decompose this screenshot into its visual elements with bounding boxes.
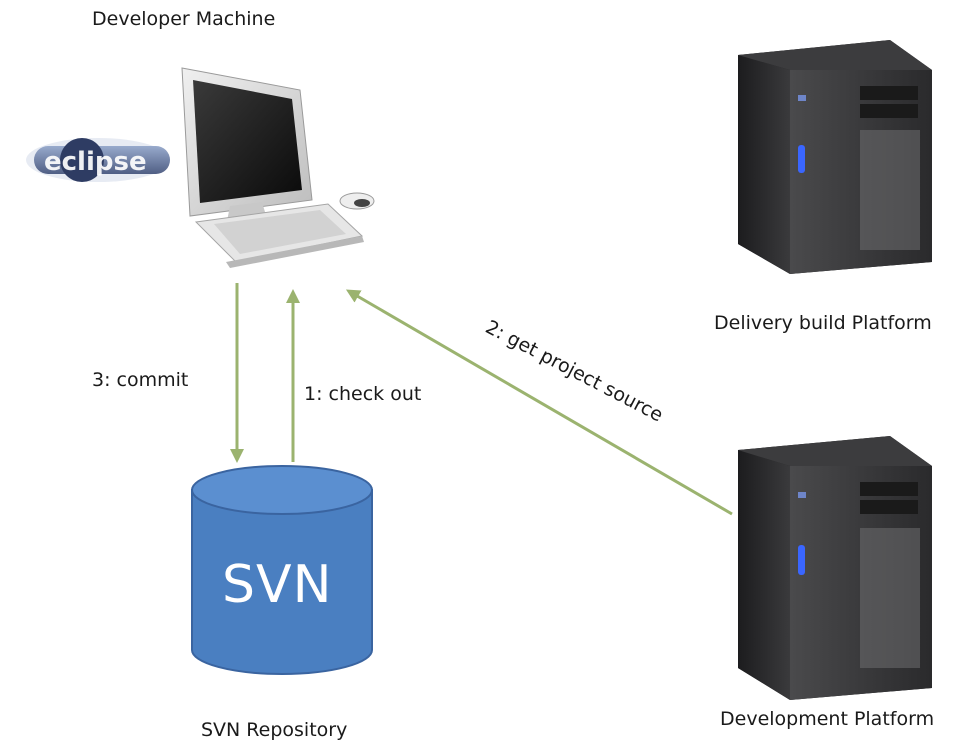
developer-machine-label: Developer Machine (92, 8, 276, 30)
server-tower-icon (738, 436, 932, 700)
get-project-source-arrow (345, 289, 733, 516)
delivery-build-platform-label: Delivery build Platform (714, 312, 932, 334)
desktop-computer-icon (181, 67, 375, 268)
svg-text:eclipse: eclipse (44, 147, 147, 177)
development-platform-label: Development Platform (720, 708, 935, 730)
svn-repository-cylinder (191, 465, 373, 675)
commit-edge-label: 3: commit (92, 369, 189, 391)
server-tower-icon (738, 40, 932, 274)
eclipse-logo-icon: eclipse (26, 138, 170, 182)
svn-cylinder-label: SVN (222, 555, 333, 615)
svn-repository-label: SVN Repository (201, 719, 348, 741)
check-out-edge-label: 1: check out (304, 383, 422, 405)
